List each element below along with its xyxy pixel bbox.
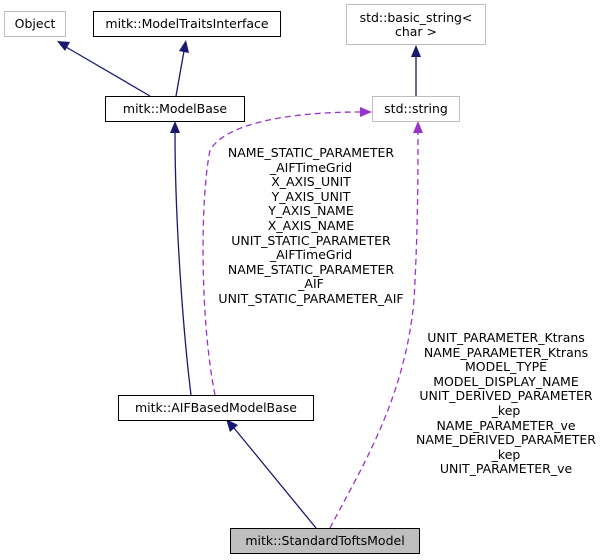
- member-label: X_AXIS_UNIT: [271, 174, 351, 190]
- node-aif-based-model-base[interactable]: mitk::AIFBasedModelBase: [118, 395, 314, 421]
- member-label: Y_AXIS_NAME: [268, 203, 354, 219]
- member-label: _AIF: [298, 276, 324, 292]
- edge-aifbase-stdstring: [202, 107, 372, 396]
- member-label: UNIT_PARAMETER_ve: [439, 461, 573, 477]
- node-basic-string-label: std::basic_string< char >: [359, 9, 473, 39]
- member-label: NAME_DERIVED_PARAMETER: [416, 432, 596, 448]
- node-model-traits-interface[interactable]: mitk::ModelTraitsInterface: [93, 11, 281, 37]
- node-model-base[interactable]: mitk::ModelBase: [105, 96, 245, 122]
- label-aif-base-members: NAME_STATIC_PARAMETER _AIFTimeGrid X_AXI…: [218, 145, 404, 307]
- member-label: UNIT_STATIC_PARAMETER_AIF: [218, 290, 404, 306]
- member-label: UNIT_STATIC_PARAMETER: [231, 232, 391, 248]
- edge-aifbase-modelbase: [170, 121, 192, 396]
- node-standard-tofts-model[interactable]: mitk::StandardToftsModel: [230, 528, 420, 554]
- member-label: NAME_PARAMETER_ve: [436, 417, 576, 433]
- node-object[interactable]: Object: [4, 11, 66, 37]
- node-model-traits-interface-label: mitk::ModelTraitsInterface: [105, 16, 269, 31]
- member-label: X_AXIS_NAME: [267, 217, 355, 233]
- label-tofts-members: UNIT_PARAMETER_Ktrans NAME_PARAMETER_Ktr…: [416, 330, 596, 477]
- edge-modelbase-modeltraits: [175, 40, 189, 97]
- member-label: Y_AXIS_UNIT: [271, 188, 351, 204]
- member-label: _AIFTimeGrid: [269, 247, 353, 263]
- node-object-label: Object: [14, 16, 56, 31]
- member-label: MODEL_TYPE: [464, 359, 548, 375]
- member-label: NAME_STATIC_PARAMETER: [227, 261, 395, 277]
- edge-stdstring-basicstring: [411, 45, 421, 96]
- node-std-string[interactable]: std::string: [372, 96, 460, 122]
- member-label: UNIT_DERIVED_PARAMETER: [419, 388, 593, 404]
- member-label: NAME_STATIC_PARAMETER: [227, 145, 395, 160]
- node-std-string-label: std::string: [384, 101, 448, 116]
- edge-modelbase-object: [57, 41, 151, 97]
- node-basic-string[interactable]: std::basic_string< char >: [346, 4, 486, 45]
- member-label: _kep: [491, 446, 521, 462]
- node-aif-based-model-base-label: mitk::AIFBasedModelBase: [135, 400, 297, 415]
- edge-tofts-aifbase: [226, 419, 317, 529]
- member-label: _AIFTimeGrid: [269, 159, 353, 175]
- member-label: NAME_PARAMETER_Ktrans: [423, 344, 589, 360]
- node-standard-tofts-model-label: mitk::StandardToftsModel: [245, 533, 405, 548]
- member-label: UNIT_PARAMETER_Ktrans: [427, 330, 585, 345]
- member-label: _kep: [491, 402, 521, 418]
- member-label: MODEL_DISPLAY_NAME: [433, 373, 579, 389]
- edge-tofts-stdstring: [329, 121, 423, 529]
- node-model-base-label: mitk::ModelBase: [122, 101, 228, 116]
